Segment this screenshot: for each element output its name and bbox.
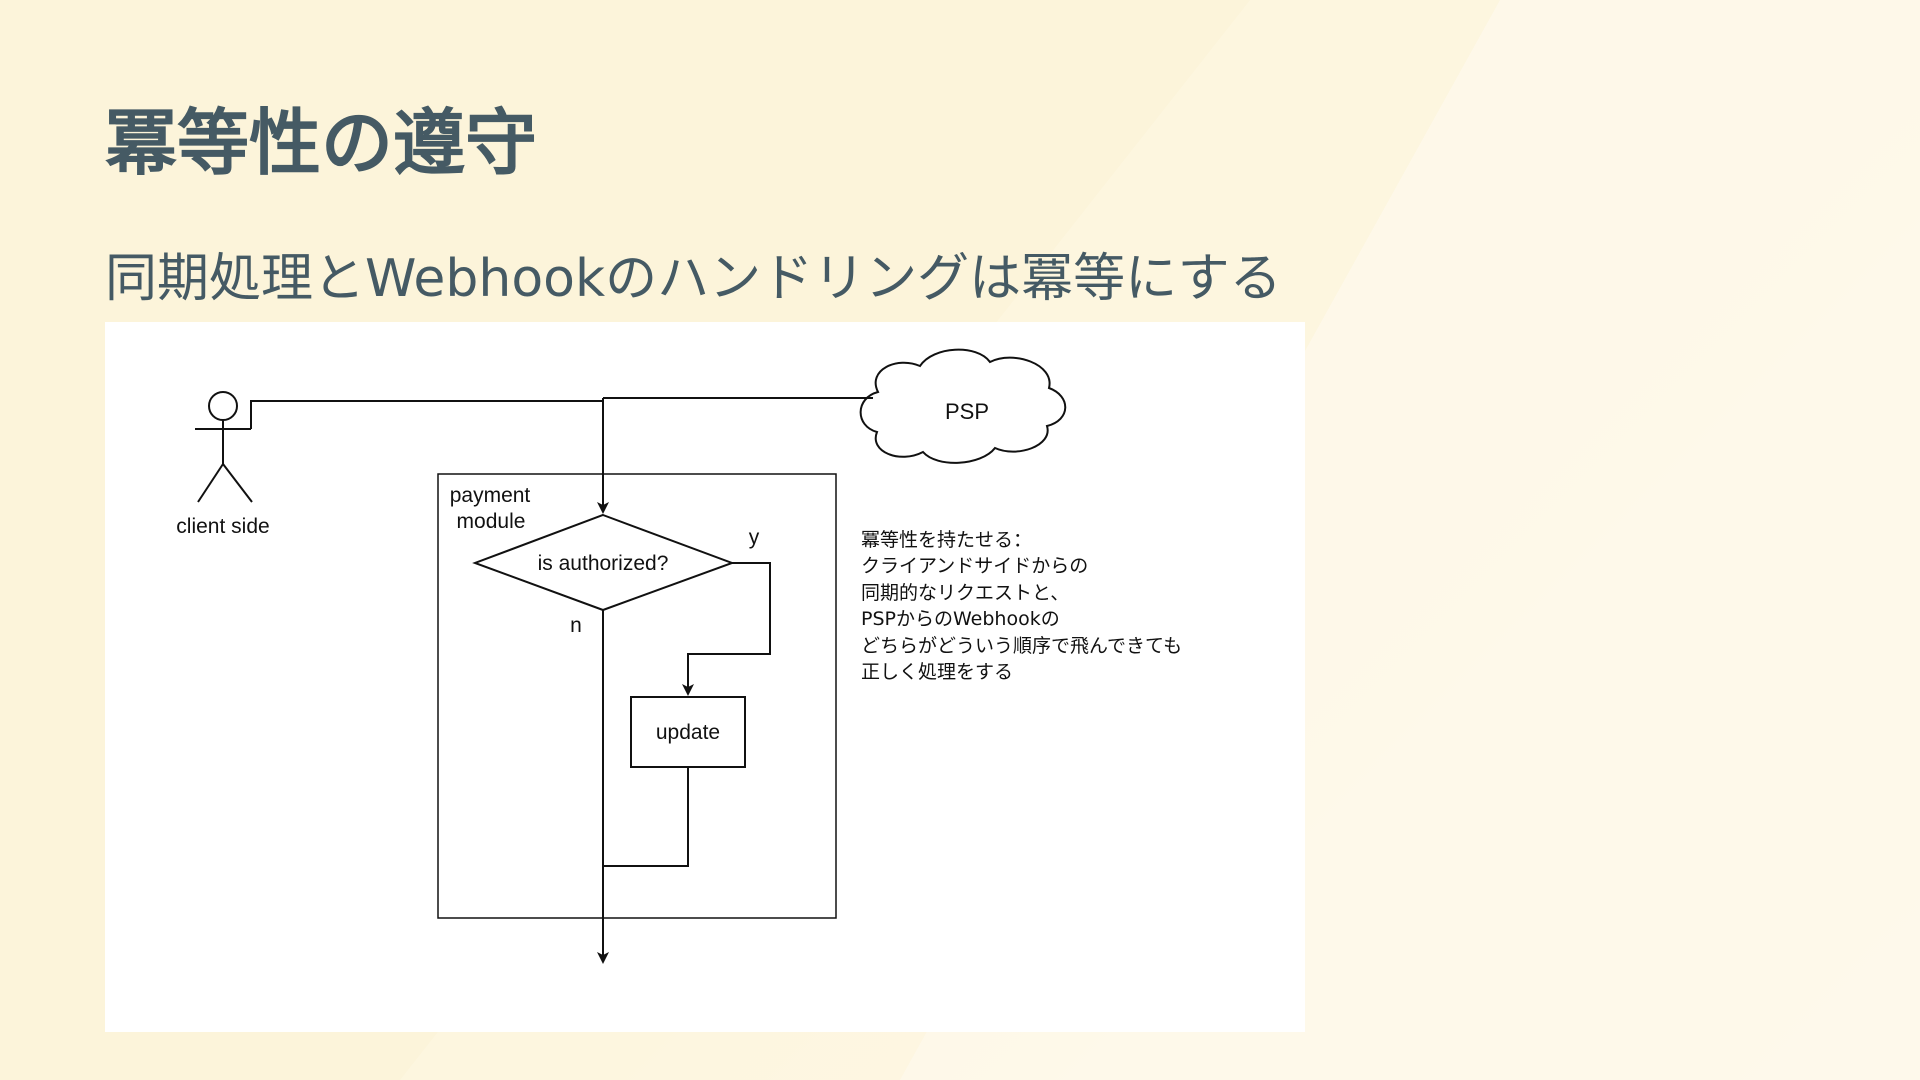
- update-box: [630, 696, 746, 768]
- psp-label: PSP: [945, 399, 989, 424]
- note-line: クライアンドサイドからの: [861, 555, 1088, 577]
- actor-label: client side: [176, 515, 269, 538]
- note-line: 正しく処理をする: [861, 661, 1013, 683]
- actor-right-leg: [222, 463, 253, 503]
- decision-label: is authorized?: [538, 552, 669, 575]
- update-merge-line: [603, 767, 689, 867]
- note-line: どちらがどういう順序で飛んできても: [861, 635, 1182, 657]
- client-actor: [195, 391, 253, 503]
- no-label: n: [570, 614, 582, 637]
- note-line: PSPからのWebhookの: [861, 608, 1060, 630]
- yes-label: y: [749, 526, 760, 549]
- module-label-line1: payment: [450, 484, 531, 507]
- update-label: update: [656, 721, 720, 744]
- psp-cloud: [859, 348, 1067, 464]
- note-line: 冪等性を持たせる：: [861, 529, 1032, 551]
- actor-head: [208, 391, 238, 421]
- slide-subtitle: 同期処理とWebhookのハンドリングは冪等にする: [105, 249, 1282, 309]
- module-label-line2: module: [457, 510, 526, 533]
- payment-module-box: [437, 473, 837, 919]
- flow-diagram: client side PSP payment module is author…: [105, 322, 1305, 1032]
- idempotency-note: 冪等性を持たせる： クライアンドサイドからの 同期的なリクエストと、 PSPから…: [861, 529, 1182, 683]
- slide-title: 冪等性の遵守: [105, 101, 538, 185]
- flow-diagram-svg: client side PSP payment module is author…: [176, 348, 1182, 964]
- note-line: 同期的なリクエストと、: [861, 582, 1069, 604]
- actor-left-leg: [197, 463, 224, 503]
- client-connector: [250, 400, 603, 429]
- yes-branch-line: [682, 562, 771, 696]
